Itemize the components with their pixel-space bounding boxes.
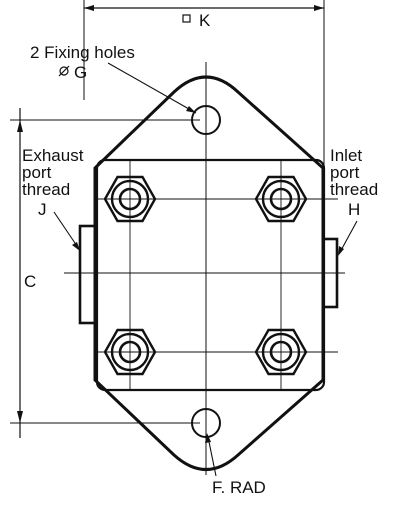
label-exhaust-line1: Exhaust — [22, 146, 84, 165]
diameter-symbol-icon — [58, 65, 70, 77]
flange-outline — [93, 75, 325, 471]
label-inlet-line1: Inlet — [330, 146, 362, 165]
bolt-bottom-left — [103, 328, 157, 376]
dimension-c: C — [10, 108, 200, 438]
fixing-holes-callout: 2 Fixing holes G — [30, 43, 197, 114]
label-j: J — [38, 200, 47, 219]
label-k: K — [199, 11, 211, 30]
label-g: G — [74, 63, 87, 82]
exhaust-callout: Exhaust port thread J — [22, 146, 84, 251]
exhaust-port-boss — [78, 224, 97, 325]
fixing-hole-top — [191, 105, 221, 135]
fixing-hole-bottom — [191, 408, 221, 438]
label-exhaust-line2: port — [22, 163, 52, 182]
centre-lines — [64, 62, 345, 475]
square-symbol-icon — [182, 14, 191, 23]
label-inlet-line2: port — [330, 163, 360, 182]
label-h: H — [348, 200, 360, 219]
label-fixing-holes: 2 Fixing holes — [30, 43, 135, 62]
label-exhaust-line3: thread — [22, 180, 70, 199]
label-c: C — [24, 272, 36, 291]
bolt-bottom-right — [254, 328, 308, 376]
bolt-top-left — [103, 175, 157, 223]
inlet-callout: Inlet port thread H — [330, 146, 378, 256]
bolt-top-right — [254, 175, 308, 223]
label-f-rad: F. RAD — [212, 478, 266, 497]
label-inlet-line3: thread — [330, 180, 378, 199]
inlet-port-boss — [321, 237, 339, 309]
radius-callout: F. RAD — [205, 433, 266, 497]
